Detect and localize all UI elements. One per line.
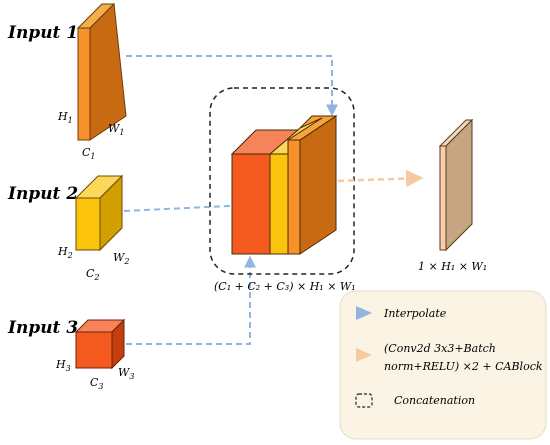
input-1-w-label: W1	[108, 122, 124, 137]
input-3-block	[74, 318, 126, 370]
input-1-title: Input 1	[7, 23, 78, 43]
input-2-title: Input 2	[7, 184, 78, 204]
concat-dimension-label: (C₁ + C₂ + C₃) × H₁ × W₁	[214, 280, 356, 293]
svg-text:H2: H2	[57, 245, 73, 260]
interpolate-arrow-input-3	[126, 255, 256, 345]
interpolate-arrow-input-1	[126, 55, 338, 117]
legend-conv: (Conv2d 3x3+Batch norm+RELU) ×2 + CABloc…	[356, 342, 543, 373]
svg-text:C1: C1	[82, 146, 96, 161]
svg-text:Concatenation: Concatenation	[394, 394, 475, 407]
svg-text:W2: W2	[113, 251, 129, 266]
input-2-w-label: W2	[113, 251, 129, 266]
input-3-h-label: H3	[55, 358, 71, 373]
svg-text:norm+RELU) ×2 + CABlock: norm+RELU) ×2 + CABlock	[384, 360, 543, 373]
svg-text:W1: W1	[108, 122, 124, 137]
input-3-title: Input 3	[7, 318, 78, 338]
conv-arrow-icon	[356, 348, 372, 362]
svg-text:H3: H3	[55, 358, 71, 373]
legend: Interpolate (Conv2d 3x3+Batch norm+RELU)…	[339, 290, 547, 440]
input-1-h-label: H1	[57, 110, 73, 125]
input-3-w-label: W3	[118, 366, 134, 381]
output-dimension-label: 1 × H₁ × W₁	[418, 260, 487, 273]
svg-text:C3: C3	[90, 376, 104, 391]
concatenation-icon	[355, 393, 373, 408]
input-3-c-label: C3	[90, 376, 104, 391]
input-2-h-label: H2	[57, 245, 73, 260]
input-1-block	[76, 2, 127, 141]
concatenated-stack	[230, 115, 338, 255]
svg-text:H1: H1	[57, 110, 73, 125]
svg-text:Interpolate: Interpolate	[383, 307, 447, 320]
legend-interpolate: Interpolate	[356, 306, 447, 320]
conv-arrow	[337, 169, 424, 188]
svg-text:(Conv2d 3x3+Batch: (Conv2d 3x3+Batch	[384, 342, 496, 355]
svg-text:W3: W3	[118, 366, 134, 381]
input-2-block	[74, 174, 124, 252]
input-1-c-label: C1	[82, 146, 96, 161]
output-block	[438, 118, 474, 252]
legend-concatenation: Concatenation	[355, 393, 475, 408]
interpolate-arrow-icon	[356, 306, 372, 320]
svg-text:C2: C2	[86, 267, 100, 282]
input-2-c-label: C2	[86, 267, 100, 282]
